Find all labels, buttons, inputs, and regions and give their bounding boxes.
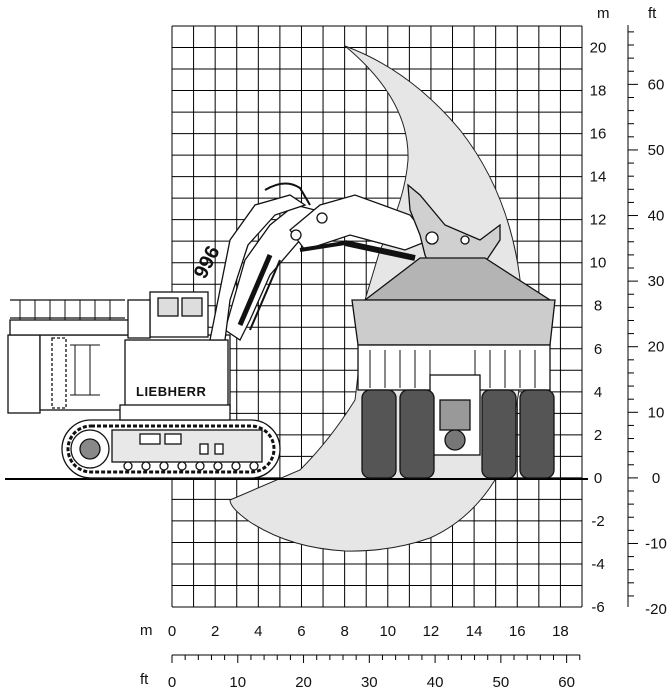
y-meter-tick-label: 10 xyxy=(590,255,607,272)
tyre-left-outer xyxy=(361,389,397,479)
x-meter-tick-label: 2 xyxy=(211,623,219,640)
y-meter-tick-label: 16 xyxy=(590,126,607,143)
x-meter-tick-label: 4 xyxy=(254,623,262,640)
tyre-right-outer xyxy=(519,389,555,479)
y-meter-tick-label: 6 xyxy=(594,341,602,358)
y-feet-tick-label: -20 xyxy=(645,601,667,618)
top-feet-unit-label: ft xyxy=(648,5,657,22)
y-feet-tick-label: 0 xyxy=(652,470,660,487)
x-meter-tick-label: 16 xyxy=(509,623,526,640)
tyre-left-inner xyxy=(399,389,435,479)
x-feet-tick-label: 20 xyxy=(295,674,312,691)
y-feet-tick-label: 30 xyxy=(648,273,665,290)
x-feet-tick-label: 50 xyxy=(493,674,510,691)
y-feet-tick-label: 40 xyxy=(648,208,665,225)
right-feet-scale xyxy=(627,25,638,607)
y-meter-tick-label: 14 xyxy=(590,169,607,186)
bottom-feet-scale xyxy=(171,654,581,663)
excavator: LIEBHERR 996 xyxy=(7,182,501,479)
top-metric-unit-label: m xyxy=(597,5,610,22)
truck-body xyxy=(351,299,556,346)
y-feet-tick-label: 10 xyxy=(648,404,665,421)
y-meter-tick-label: -2 xyxy=(591,513,604,530)
x-meter-tick-label: 0 xyxy=(168,623,176,640)
x-meter-tick-label: 14 xyxy=(466,623,483,640)
y-meter-tick-label: 0 xyxy=(594,470,602,487)
x-meter-tick-label: 8 xyxy=(340,623,348,640)
y-meter-tick-label: -6 xyxy=(591,599,604,616)
bottom-feet-unit-label: ft xyxy=(140,671,149,688)
x-feet-tick-label: 0 xyxy=(168,674,176,691)
counterweight xyxy=(7,334,41,414)
y-meter-tick-label: 8 xyxy=(594,298,602,315)
tyre-right-inner xyxy=(481,389,517,479)
x-feet-tick-label: 30 xyxy=(361,674,378,691)
y-meter-tick-label: 4 xyxy=(594,384,602,401)
x-feet-tick-label: 10 xyxy=(229,674,246,691)
haul-truck xyxy=(351,257,556,479)
x-meter-tick-label: 10 xyxy=(379,623,396,640)
x-meter-tick-label: 6 xyxy=(297,623,305,640)
y-feet-tick-label: 20 xyxy=(648,339,665,356)
x-feet-tick-label: 60 xyxy=(558,674,575,691)
x-feet-tick-label: 40 xyxy=(427,674,444,691)
x-meter-tick-label: 18 xyxy=(552,623,569,640)
y-feet-tick-label: 60 xyxy=(648,76,665,93)
model-label: 996 xyxy=(190,243,225,283)
y-meter-tick-label: 12 xyxy=(590,212,607,229)
bottom-metric-unit-label: m xyxy=(140,622,153,639)
y-meter-tick-label: 20 xyxy=(590,40,607,57)
y-meter-tick-label: -4 xyxy=(591,556,604,573)
x-meter-tick-label: 12 xyxy=(423,623,440,640)
y-feet-tick-label: 50 xyxy=(648,142,665,159)
y-feet-tick-label: -10 xyxy=(645,535,667,552)
y-meter-tick-label: 18 xyxy=(590,83,607,100)
brand-label: LIEBHERR xyxy=(136,384,207,399)
y-meter-tick-label: 2 xyxy=(594,427,602,444)
